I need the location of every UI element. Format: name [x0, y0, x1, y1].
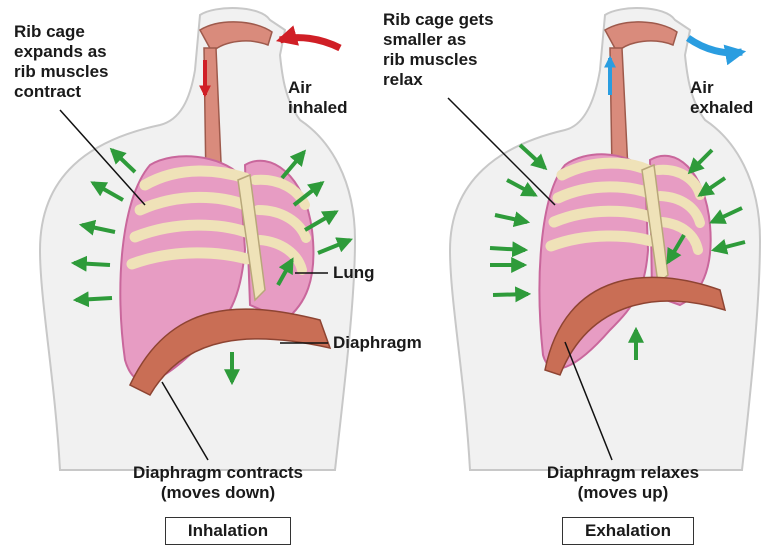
exhalation-caption: Exhalation — [562, 517, 694, 545]
right-bottom-label: Diaphragm relaxes (moves up) — [528, 463, 718, 503]
left-air-label: Air inhaled — [288, 78, 348, 118]
lung-label: Lung — [333, 263, 375, 283]
right-rib-cage-label: Rib cage gets smaller as rib muscles rel… — [383, 10, 494, 90]
inhalation-caption: Inhalation — [165, 517, 291, 545]
right-air-label: Air exhaled — [690, 78, 753, 118]
diaphragm-label: Diaphragm — [333, 333, 422, 353]
left-bottom-label: Diaphragm contracts (moves down) — [118, 463, 318, 503]
left-rib-cage-label: Rib cage expands as rib muscles contract — [14, 22, 109, 102]
